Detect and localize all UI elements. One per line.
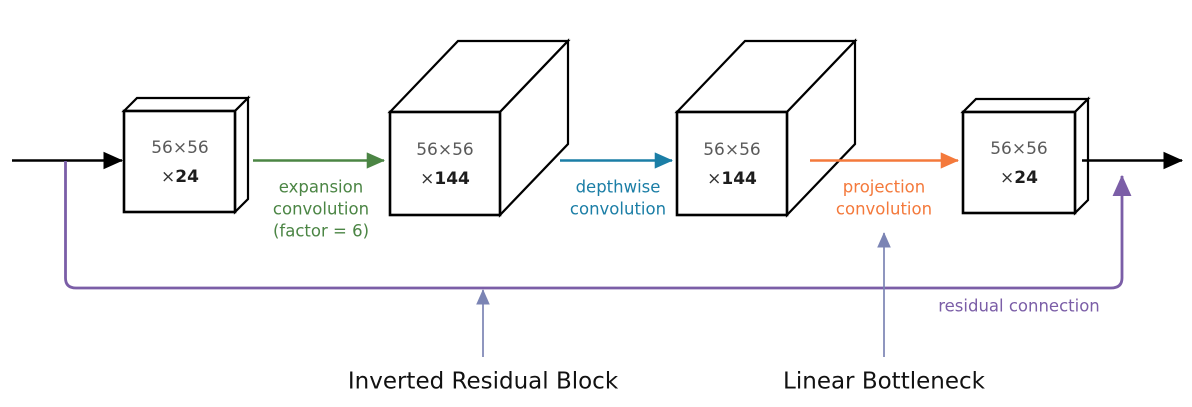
depthwise-tensor-channels-prefix: × <box>707 169 721 189</box>
residual-connection-label: residual connection <box>938 297 1100 316</box>
expansion-convolution-label-line1: expansion <box>279 178 363 197</box>
callout-linear-bottleneck: Linear Bottleneck <box>783 232 986 395</box>
projection-convolution-label-line1: projection <box>843 178 925 197</box>
input-tensor-front-face <box>122 109 237 214</box>
input-tensor-channels: ×24 <box>161 167 199 187</box>
input-tensor-right-face <box>233 95 250 215</box>
residual-connection-path: residual connection <box>64 161 1132 316</box>
expanded-tensor-channels-prefix: × <box>420 169 434 189</box>
output-tensor-front-face <box>961 110 1077 215</box>
input-tensor-channels-value: 24 <box>175 167 199 187</box>
projection-convolution-label: projection convolution <box>836 178 932 219</box>
expanded-tensor-channels-value: 144 <box>434 169 470 189</box>
output-tensor-right-face <box>1073 96 1090 216</box>
output-tensor-spatial: 56×56 <box>990 139 1048 159</box>
depthwise-convolution-label-line1: depthwise <box>576 178 661 197</box>
projection-convolution-label-line2: convolution <box>836 200 932 219</box>
linear-bottleneck-label: Linear Bottleneck <box>783 369 986 395</box>
callout-inverted-residual-block: Inverted Residual Block <box>348 289 619 395</box>
output-tensor-top-face <box>960 97 1091 114</box>
tensor-block-input: 56×56 ×24 <box>121 95 251 215</box>
expanded-tensor-front-face <box>388 110 502 217</box>
depthwise-tensor-channels: ×144 <box>707 169 757 189</box>
expansion-convolution-label-line3: (factor = 6) <box>273 222 369 241</box>
tensor-block-depthwise: 56×56 ×144 <box>674 38 858 218</box>
expanded-tensor-spatial: 56×56 <box>416 140 474 160</box>
depthwise-tensor-spatial: 56×56 <box>703 140 761 160</box>
depthwise-convolution-label: depthwise convolution <box>570 178 666 219</box>
tensor-block-output: 56×56 ×24 <box>960 96 1091 216</box>
output-tensor-channels: ×24 <box>1000 168 1038 188</box>
tensor-block-expanded: 56×56 ×144 <box>387 38 571 218</box>
inverted-residual-block-label: Inverted Residual Block <box>348 369 619 395</box>
depthwise-tensor-front-face <box>675 110 789 217</box>
depthwise-tensor-channels-value: 144 <box>721 169 757 189</box>
input-tensor-top-face <box>121 96 251 113</box>
expanded-tensor-channels: ×144 <box>420 169 470 189</box>
input-tensor-channels-prefix: × <box>161 167 175 187</box>
depthwise-convolution-label-line2: convolution <box>570 200 666 219</box>
input-tensor-spatial: 56×56 <box>151 138 209 158</box>
expansion-convolution-label-line2: convolution <box>273 200 369 219</box>
expansion-convolution-label: expansion convolution (factor = 6) <box>273 178 369 241</box>
output-tensor-channels-prefix: × <box>1000 168 1014 188</box>
output-tensor-channels-value: 24 <box>1014 168 1038 188</box>
